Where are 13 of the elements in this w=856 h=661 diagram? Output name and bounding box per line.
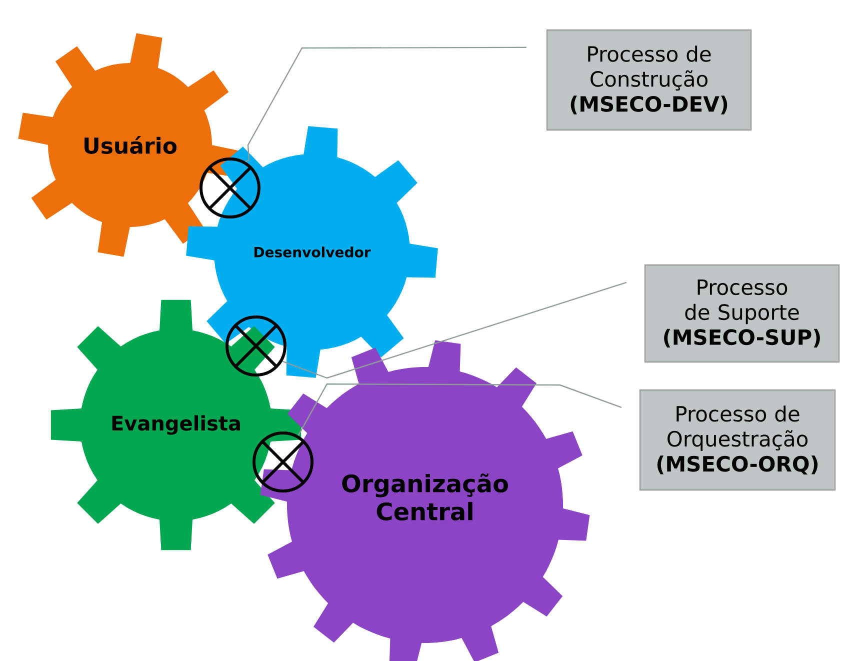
process-box: Processo de Orquestração (MSECO-ORQ)	[639, 389, 836, 491]
gear: Evangelista	[50, 300, 302, 550]
crossed-circle-symbol	[252, 432, 314, 492]
crossed-circle-symbol	[226, 316, 286, 376]
gear: Organização Central	[260, 340, 590, 661]
gear: Desenvolvedor	[186, 126, 438, 378]
leader-line	[245, 46, 526, 162]
crossed-circle-symbol	[200, 158, 260, 218]
leader-line	[298, 383, 622, 436]
process-box: Processo de Construção (MSECO-DEV)	[546, 29, 752, 131]
leader-line	[282, 282, 627, 379]
process-box: Processo de Suporte (MSECO-SUP)	[644, 264, 840, 363]
gear: Usuário	[18, 33, 242, 257]
